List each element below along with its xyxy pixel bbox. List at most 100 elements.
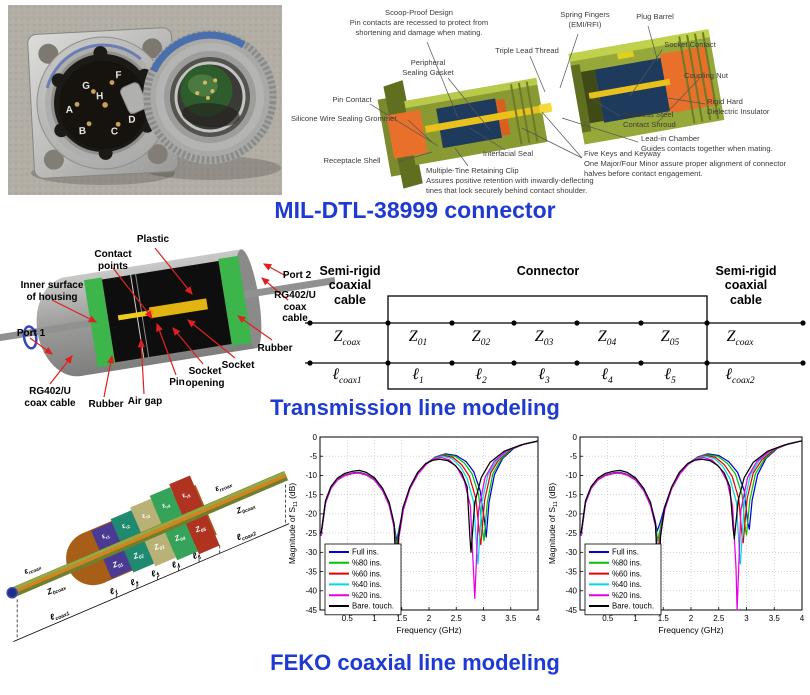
assembly-diagram: Plastic Contact points Inner surface of …	[0, 228, 335, 428]
l-1: ℓ1	[412, 366, 424, 387]
legend-label: %60 ins.	[352, 569, 382, 578]
blue-band-receptacle	[45, 43, 142, 89]
plug-connector	[120, 30, 277, 164]
sub-label: Z0coax	[234, 500, 257, 518]
label-contact-points: Contact points	[94, 249, 132, 272]
series-bare-touch-	[320, 440, 539, 578]
label-inner-surface: Inner surface of housing	[20, 280, 84, 303]
feko-z-block	[123, 540, 155, 573]
sub-label: εr3	[141, 511, 152, 522]
legend-label: Full ins.	[612, 548, 639, 557]
legend-label: Bare. touch.	[612, 602, 654, 611]
feko-z-block	[102, 549, 133, 579]
sub-label: εrcoax	[23, 561, 43, 578]
series--20-ins-	[320, 440, 539, 600]
legend-box	[324, 543, 402, 616]
assembly-arrows	[29, 247, 289, 398]
legend-label: %40 ins.	[612, 580, 642, 589]
coax-cable-right	[243, 277, 335, 299]
label-peripheral-gasket: Peripheral Sealing Gasket	[402, 58, 454, 77]
x-tick-label: 4	[536, 614, 541, 623]
letter-A: A	[65, 105, 73, 116]
label-port1: Port 1	[16, 328, 46, 339]
z-03: Z03	[534, 328, 554, 349]
sub-label: Z04	[172, 531, 186, 545]
x-tick-label: 2	[689, 614, 694, 623]
feko-eps-block	[169, 475, 204, 516]
z-coax-right: Zcoax	[726, 328, 754, 349]
assembly-svg	[0, 247, 335, 398]
tline-diagram: Semi-rigid coaxial cable Connector Semi-…	[300, 258, 810, 398]
sub-label: εr5	[181, 490, 192, 501]
x-axis-label: Frequency (GHz)	[658, 625, 723, 635]
label-spring-fingers: Spring Fingers (EMI/RFI)	[560, 10, 610, 29]
letter-B: B	[79, 126, 87, 137]
x-tick-label: 1.5	[658, 614, 670, 623]
leader-lines	[369, 25, 706, 167]
port1-blue-ring	[22, 325, 38, 350]
sub-label: εr1	[101, 531, 112, 542]
connector-photo-svg: A B C D E F G H	[8, 5, 282, 195]
bail-clip	[120, 82, 148, 114]
feko-z-block	[185, 514, 220, 555]
z-01: Z01	[408, 328, 428, 349]
heading-mil-dtl: MIL-DTL-38999 connector	[274, 197, 556, 223]
rubber-left	[83, 277, 116, 368]
feko-cable-core	[9, 474, 287, 595]
y-tick-label: -20	[305, 510, 317, 519]
receptacle-connector: A B C D E F G H	[27, 27, 179, 179]
label-multiple-tine: Multiple-Tine Retaining Clip Assures pos…	[426, 166, 594, 195]
grommet-orange	[386, 109, 428, 159]
x-tick-label: 2.5	[713, 614, 725, 623]
label-pin-contact: Pin Contact	[332, 95, 372, 104]
y-tick-label: -25	[565, 529, 577, 538]
sub-label: Z0coax	[45, 581, 68, 599]
label-rigid-insulator: Rigid Hard Dielectric Insulator	[707, 97, 770, 116]
x-tick-label: 0.5	[342, 614, 354, 623]
l-4: ℓ4	[601, 366, 613, 387]
label-rubber-bottom: Rubber	[88, 399, 124, 410]
sub-label: Z05	[193, 522, 207, 536]
x-tick-label: 3	[481, 614, 486, 623]
z-05: Z05	[660, 328, 680, 349]
letter-D: D	[128, 114, 136, 125]
y-tick-label: -45	[565, 606, 577, 615]
y-tick-label: -10	[565, 471, 577, 480]
feko-eps-block	[130, 498, 162, 534]
label-rg402-left: RG402/U coax cable	[24, 386, 76, 409]
label-port2: Port 2	[282, 270, 312, 281]
label-coupling-nut: Coupling Nut	[684, 71, 728, 80]
connector-photo: A B C D E F G H	[8, 5, 282, 195]
label-receptacle-shell: Receptacle Shell	[323, 156, 381, 165]
blue-band-plug	[150, 31, 246, 73]
y-tick-label: -45	[305, 606, 317, 615]
sub-label: εr4	[161, 500, 172, 511]
z-04: Z04	[597, 328, 617, 349]
label-plug-barrel: Plug Barrel	[636, 12, 674, 21]
socket-rod	[148, 298, 208, 319]
coax-cable-left	[0, 319, 92, 342]
y-tick-label: -30	[565, 548, 577, 557]
x-tick-label: 2.5	[451, 614, 463, 623]
sub-label: ℓ2	[129, 576, 141, 590]
sub-label: εrcoax	[213, 478, 233, 495]
y-axis-label: Magnitude of S11 (dB)	[287, 483, 299, 564]
x-tick-label: 1	[372, 614, 377, 623]
l-3: ℓ3	[538, 366, 550, 387]
z-coax-left: Zcoax	[333, 328, 361, 349]
legend-label: Full ins.	[352, 548, 379, 557]
y-tick-label: 0	[573, 433, 578, 442]
y-tick-label: -10	[305, 471, 317, 480]
label-socket: Socket	[221, 360, 255, 371]
label-five-keys: Five Keys and Keyway One Major/Four Mino…	[584, 149, 787, 178]
legend-label: %20 ins.	[612, 591, 642, 600]
sub-label: ℓcoax2	[235, 526, 258, 545]
l-coax2: ℓcoax2	[725, 366, 755, 387]
y-tick-label: 0	[313, 433, 318, 442]
heading-transmission-line: Transmission line modeling	[270, 395, 560, 420]
y-tick-label: -40	[305, 587, 317, 596]
assembly-body	[0, 249, 335, 377]
x-axis-label: Frequency (GHz)	[396, 625, 461, 635]
feko-baseline	[13, 523, 290, 642]
